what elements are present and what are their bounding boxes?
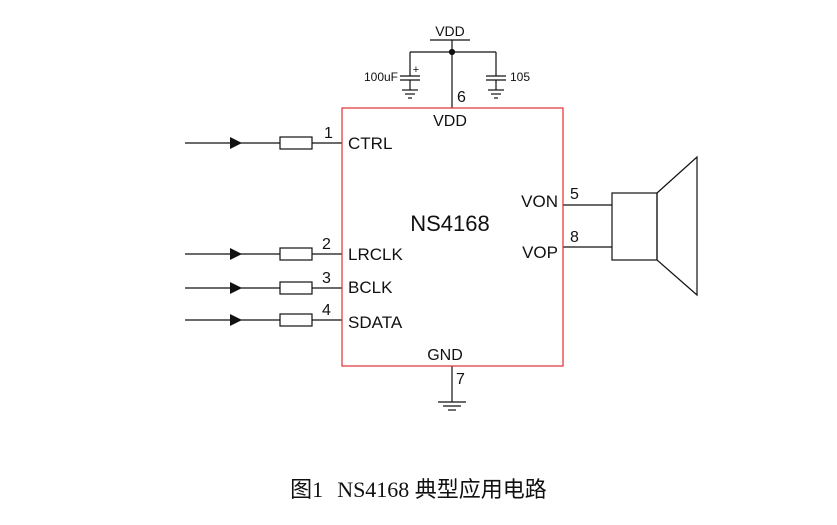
pin-ctrl-label: CTRL: [348, 134, 392, 153]
figure-number: 图1: [290, 477, 324, 502]
ctrl-arrow-icon: [230, 137, 242, 149]
chip-body: [341, 107, 564, 367]
cap-right-value: 105: [510, 70, 530, 84]
vdd-junction: [448, 48, 456, 56]
pin-lrclk-label: LRCLK: [348, 245, 403, 264]
bclk-arrow-icon: [230, 282, 242, 294]
pin-vdd-number: 6: [457, 89, 466, 106]
pin-sdata-label: SDATA: [348, 313, 403, 332]
pin-von-label: VON: [521, 192, 558, 211]
pin-bclk-label: BCLK: [348, 278, 393, 297]
bclk-resistor: [279, 281, 313, 295]
lrclk-resistor: [279, 247, 313, 261]
figure-title: NS4168 典型应用电路: [337, 477, 547, 502]
figure-caption: 图1 NS4168 典型应用电路: [0, 472, 837, 504]
pin-gnd-label: GND: [427, 347, 463, 364]
speaker-magnet: [611, 192, 658, 261]
pin-gnd-number: 7: [456, 371, 465, 388]
speaker-cone: [656, 155, 698, 297]
pin-vop-label: VOP: [522, 243, 558, 262]
chip-name: NS4168: [410, 211, 490, 236]
pin-von-number: 5: [570, 186, 579, 203]
sdata-resistor: [279, 313, 313, 327]
pin-bclk-number: 3: [322, 270, 331, 287]
pin-vop-number: 8: [570, 229, 579, 246]
pin-lrclk-number: 2: [322, 236, 331, 253]
pin-sdata-number: 4: [322, 302, 331, 319]
lrclk-arrow-icon: [230, 248, 242, 260]
pin-ctrl-number: 1: [324, 125, 333, 142]
pin-vdd-label: VDD: [433, 113, 467, 130]
cap-left-polarity: +: [413, 64, 419, 76]
sdata-arrow-icon: [230, 314, 242, 326]
ctrl-resistor: [279, 136, 313, 150]
cap-left-value: 100uF: [364, 70, 398, 84]
vdd-rail-label: VDD: [435, 23, 465, 39]
